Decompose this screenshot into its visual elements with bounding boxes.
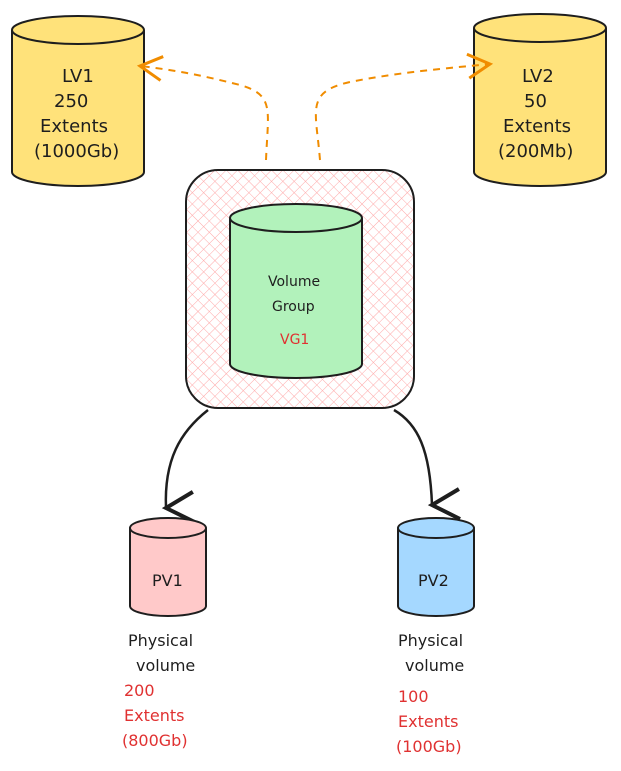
lv1-cylinder	[11, 15, 145, 187]
pv2-size: (100Gb)	[396, 737, 462, 756]
pv1-extents: 200	[124, 681, 155, 700]
pv2-name: PV2	[418, 571, 449, 590]
arrow-vg-to-pv1	[161, 409, 209, 524]
pv1-desc1: Physical	[128, 631, 194, 650]
lv2-cylinder	[473, 13, 607, 187]
lv1-extents: 250	[54, 91, 89, 112]
pv2-unit: Extents	[398, 712, 459, 731]
arrow-vg-to-pv2	[393, 408, 461, 521]
pv2-desc1: Physical	[398, 631, 464, 650]
lv2-size: (200Mb)	[498, 141, 574, 162]
lv2-unit: Extents	[503, 116, 572, 137]
lv2-extents: 50	[524, 91, 547, 112]
pv1-cylinder	[129, 517, 207, 617]
pv1-name: PV1	[152, 571, 183, 590]
lv2-name: LV2	[522, 66, 554, 87]
vg-line1: Volume	[268, 274, 321, 290]
lv1-size: (1000Gb)	[34, 141, 120, 162]
pv2-extents: 100	[398, 687, 429, 706]
arrow-vg-to-lv2	[314, 52, 494, 161]
pv2-desc2: volume	[405, 656, 465, 675]
pv1-unit: Extents	[124, 706, 185, 725]
pv2-cylinder	[397, 517, 475, 617]
arrow-vg-to-lv1	[136, 55, 269, 161]
pv1-desc2: volume	[136, 656, 196, 675]
pv1-size: (800Gb)	[122, 731, 188, 750]
vg-name: VG1	[280, 332, 310, 348]
vg-cylinder	[229, 203, 363, 379]
vg-line2: Group	[272, 299, 315, 315]
lv1-unit: Extents	[40, 116, 109, 137]
lv1-name: LV1	[62, 66, 94, 87]
